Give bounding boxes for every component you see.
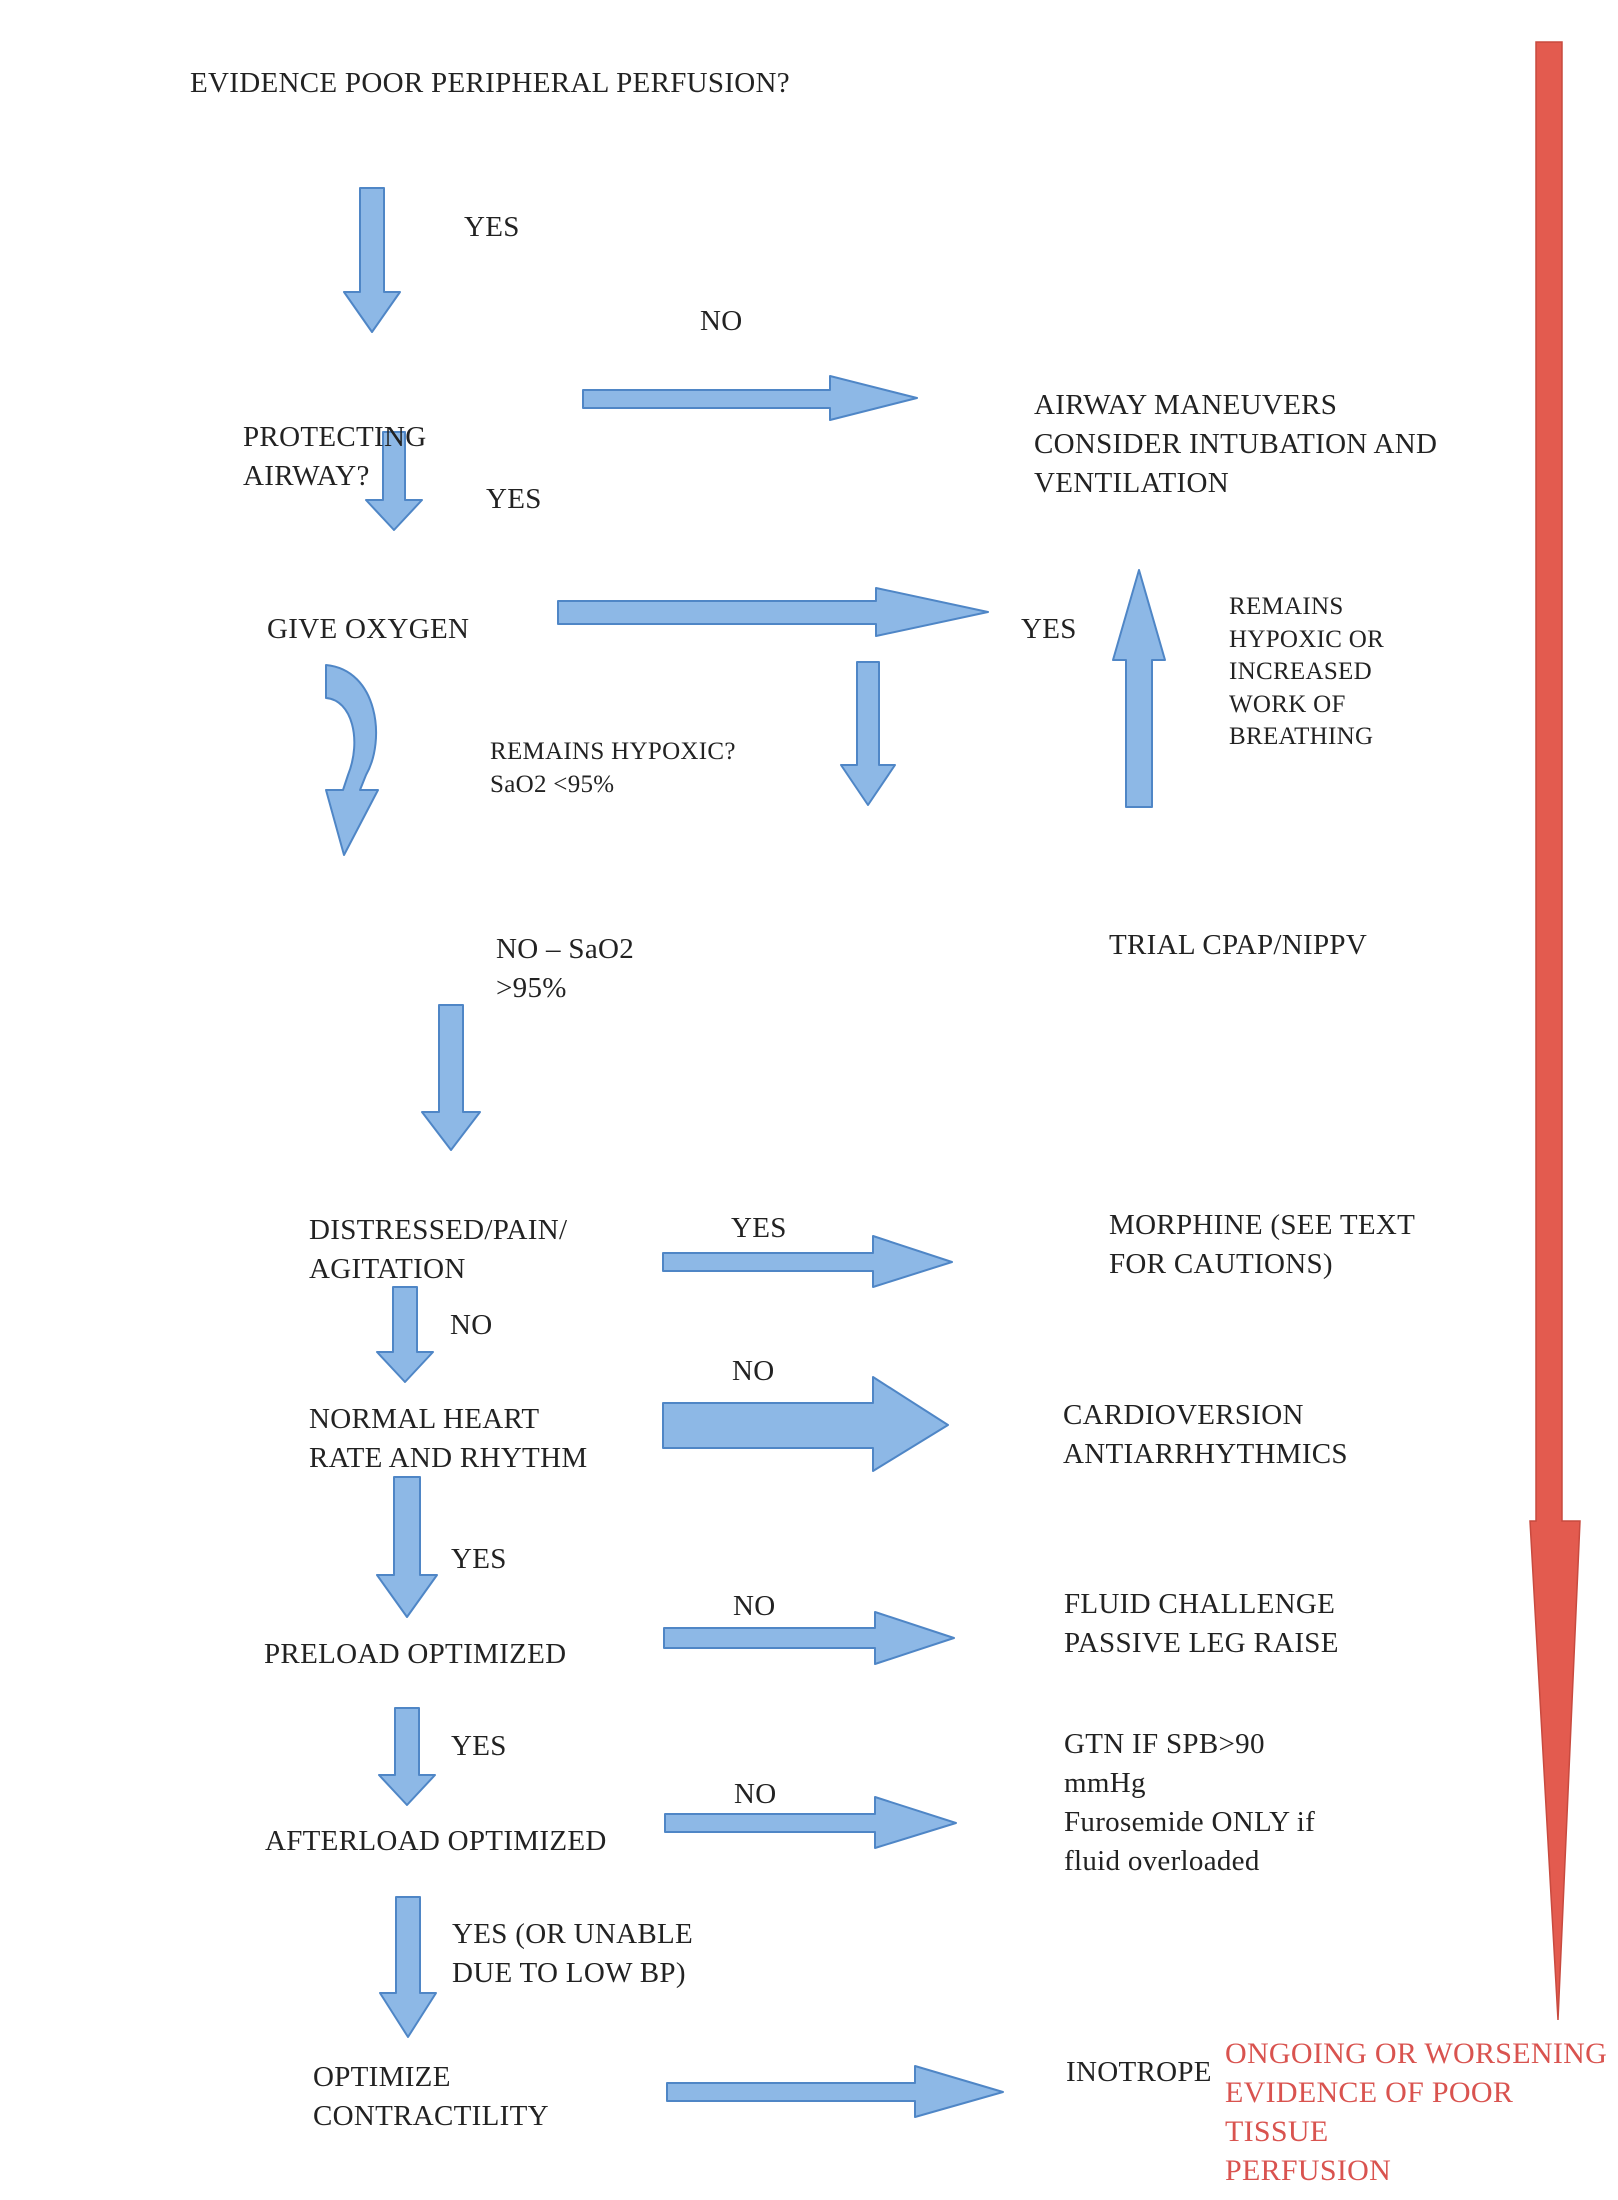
arrow-down-hypoxic-branch	[840, 661, 896, 806]
contractility-step: OPTIMIZE CONTRACTILITY	[313, 2061, 549, 2133]
trial-cpap-step: TRIAL CPAP/NIPPV	[1109, 929, 1368, 961]
heart-rate-question: NORMAL HEART RATE AND RHYTHM	[309, 1403, 588, 1475]
arrow-right-oxygen-to-yes	[557, 587, 989, 637]
edge-label-no: NO	[700, 305, 743, 337]
arrow-right-contractility	[666, 2065, 1004, 2118]
edge-label-yes: YES	[451, 1543, 507, 1575]
arrow-down-perfusion-to-airway	[343, 187, 401, 333]
fluid-challenge-step: FLUID CHALLENGE PASSIVE LEG RAISE	[1064, 1588, 1339, 1660]
question-airway: PROTECTING AIRWAY?	[243, 421, 427, 493]
edge-label-yes: YES	[486, 483, 542, 515]
edge-label-yes: YES	[464, 211, 520, 243]
inotrope-step: INOTROPE	[1066, 2056, 1212, 2088]
arrow-right-afterload-no	[664, 1796, 957, 1849]
give-oxygen-step: GIVE OXYGEN	[267, 613, 470, 645]
arrow-right-airway-no	[582, 375, 918, 421]
arrow-down-sao2-to-distressed	[421, 1004, 481, 1151]
arrow-right-distressed-yes	[662, 1235, 953, 1288]
edge-label-no-sao2: NO – SaO2 >95%	[496, 933, 635, 1005]
edge-label-no: NO	[734, 1778, 777, 1810]
afterload-question: AFTERLOAD OPTIMIZED	[265, 1825, 607, 1857]
edge-label-no: NO	[450, 1309, 493, 1341]
distressed-question: DISTRESSED/PAIN/ AGITATION	[309, 1214, 568, 1286]
gtn-furosemide-step: GTN IF SPB>90 mmHg Furosemide ONLY if fl…	[1064, 1728, 1316, 1878]
ongoing-worsening-label: ONGOING OR WORSENING EVIDENCE OF POOR TI…	[1225, 2037, 1608, 2187]
arrow-down-red-ongoing	[1529, 41, 1581, 2021]
arrow-down-afterload-to-contractility	[379, 1896, 437, 2038]
arrow-down-distressed-to-heart	[376, 1286, 434, 1383]
preload-question: PRELOAD OPTIMIZED	[264, 1638, 567, 1670]
arrow-right-heart-no	[662, 1376, 949, 1472]
edge-label-yes: YES	[451, 1730, 507, 1762]
edge-label-yes: YES	[731, 1212, 787, 1244]
remains-hypoxic-question: REMAINS HYPOXIC? SaO2 <95%	[490, 738, 736, 798]
edge-label-no: NO	[732, 1355, 775, 1387]
arrow-down-airway-to-oxygen	[365, 431, 423, 531]
arrow-down-heart-to-preload	[376, 1476, 438, 1618]
morphine-step: MORPHINE (SEE TEXT FOR CAUTIONS)	[1109, 1209, 1416, 1281]
edge-label-no: NO	[733, 1590, 776, 1622]
arrow-curved-oxygen-to-sao2	[325, 664, 379, 856]
arrow-down-preload-to-afterload	[378, 1707, 436, 1806]
edge-label-yes: YES	[1021, 613, 1077, 645]
arrow-up-cpap-to-airway	[1112, 569, 1166, 808]
edge-label-yes-unable: YES (OR UNABLE DUE TO LOW BP)	[452, 1918, 694, 1990]
remains-hypoxic-work-label: REMAINS HYPOXIC OR INCREASED WORK OF BRE…	[1229, 593, 1385, 750]
question-perfusion: EVIDENCE POOR PERIPHERAL PERFUSION?	[190, 67, 790, 99]
cardioversion-step: CARDIOVERSION ANTIARRHYTHMICS	[1063, 1399, 1348, 1471]
airway-maneuvers-box: AIRWAY MANEUVERS CONSIDER INTUBATION AND…	[1034, 389, 1438, 500]
arrow-right-preload-no	[663, 1611, 955, 1665]
